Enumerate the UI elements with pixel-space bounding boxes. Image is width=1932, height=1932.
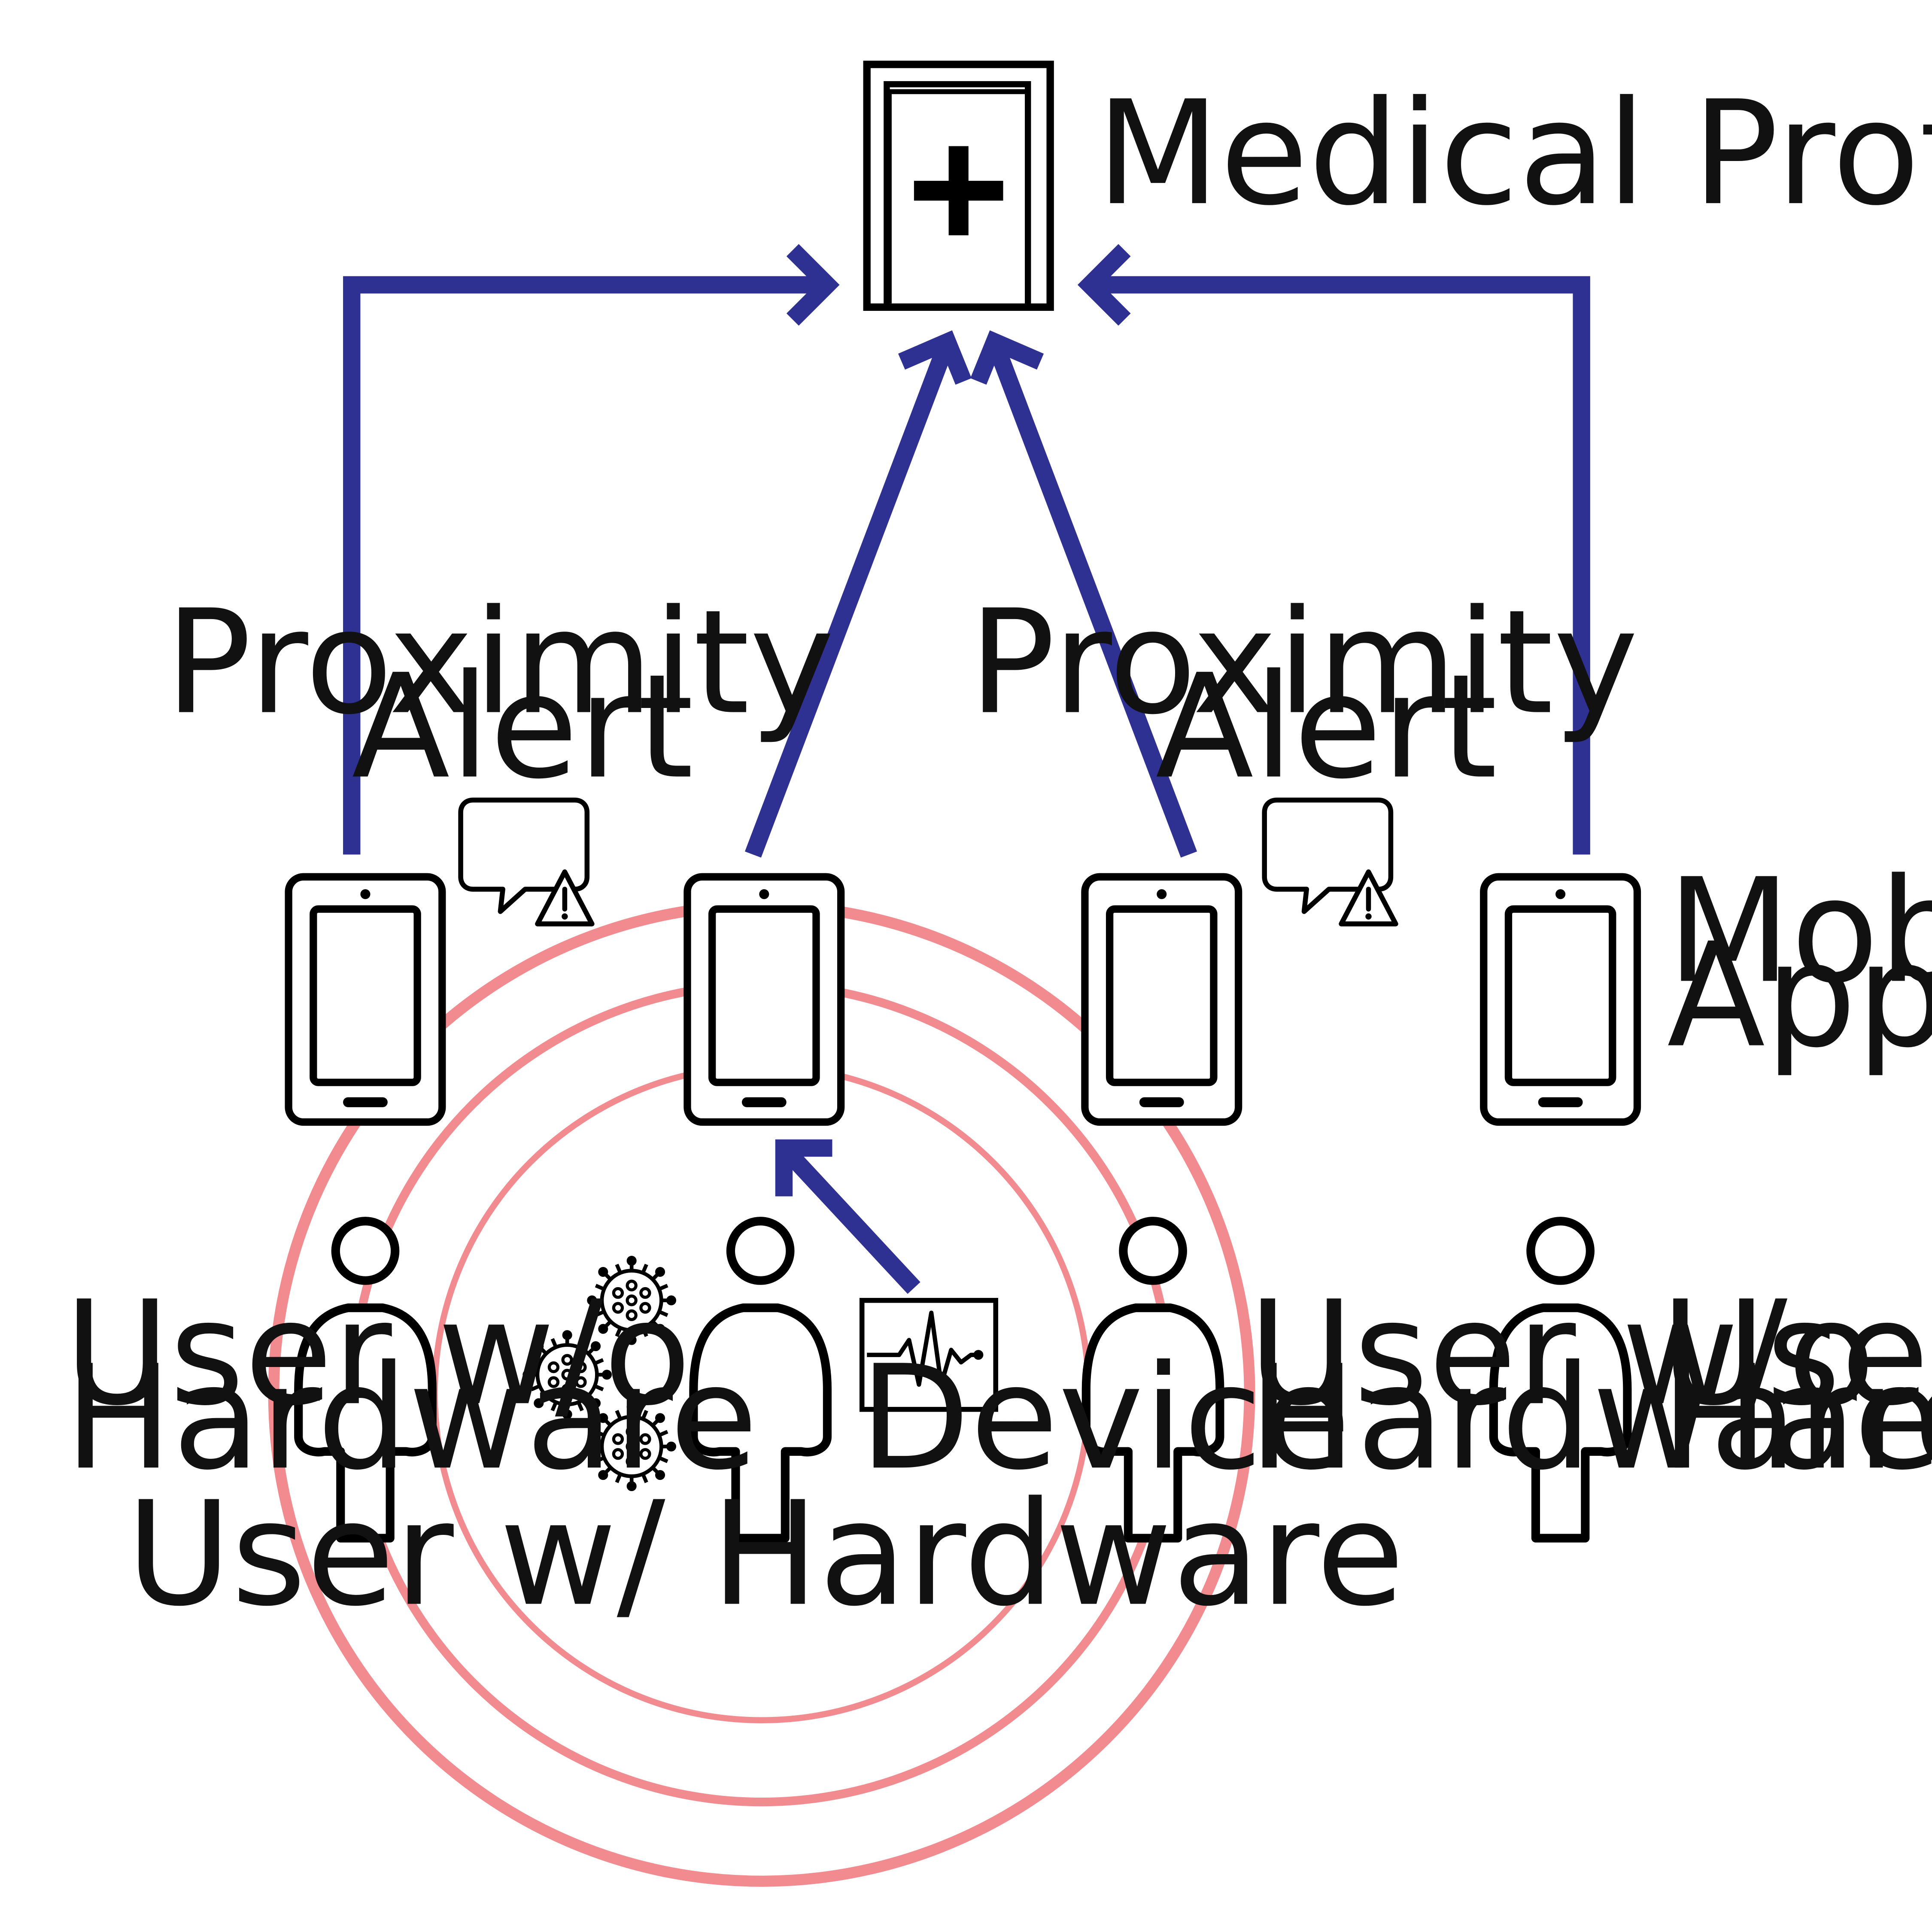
arrowhead-center-right (970, 330, 1044, 385)
user-without-hardware-2-line1: User w/o (1249, 1270, 1875, 1437)
heart-monitor-icon (859, 1298, 998, 1412)
arrow-device-to-phone (778, 1142, 920, 1294)
arrow-right-phone-to-medical (1090, 276, 1590, 855)
device-label: Device (860, 1334, 1351, 1501)
proximity-alert-label-left: Proximity Alert (165, 579, 880, 811)
chat-bubble-warning-icon (461, 800, 592, 923)
smartphone-icon (289, 877, 442, 1122)
user-without-hardware-1-line2: Hardware (64, 1334, 758, 1501)
user-without-hardware-3-line1: User w/o (1661, 1270, 1932, 1437)
user-without-hardware-1-line1: User w/o (64, 1270, 691, 1437)
user-without-hardware-label-1: User w/o Hardware (64, 1270, 758, 1501)
proximity-alert-right-line1: Proximity (969, 579, 1638, 746)
proximity-alert-label-right: Proximity Alert (969, 579, 1684, 811)
arrowhead-right (1077, 244, 1131, 326)
proximity-alert-left-line1: Proximity (165, 579, 835, 746)
mobile-app-line2: App (1667, 912, 1932, 1079)
medical-professionals-label: Medical Professionals (1096, 70, 1932, 237)
hospital-cross-icon (863, 61, 1054, 311)
proximity-alert-left-line2: Alert (352, 643, 694, 811)
smartphone-icon (1484, 877, 1637, 1122)
smartphone-icon (1085, 877, 1239, 1122)
user-without-hardware-3-line2: Hardware (1661, 1334, 1932, 1501)
user-without-hardware-2-line2: Hardware (1249, 1334, 1932, 1501)
arrowhead-center-left (898, 330, 972, 385)
arrowhead-device (775, 1139, 832, 1197)
flow-arrows (343, 244, 1590, 1294)
smartphone-icon (687, 877, 841, 1122)
user-without-hardware-label-2: User w/o Hardware (1249, 1270, 1932, 1501)
chat-bubble-warning-icon (1264, 800, 1396, 923)
arrow-left-phone-to-medical (343, 276, 827, 855)
user-without-hardware-label-3: User w/o Hardware (1661, 1270, 1932, 1501)
mobile-app-line1: Mobile (1667, 848, 1932, 1015)
arrow-center-phone-to-medical (744, 338, 956, 858)
arrowhead-left (786, 244, 840, 326)
user-with-hardware-label: User w/ Hardware (126, 1470, 1404, 1638)
arrow-alert-phone-to-medical (986, 338, 1197, 858)
proximity-alert-right-line2: Alert (1155, 643, 1498, 811)
mobile-app-label: Mobile App (1667, 848, 1932, 1079)
